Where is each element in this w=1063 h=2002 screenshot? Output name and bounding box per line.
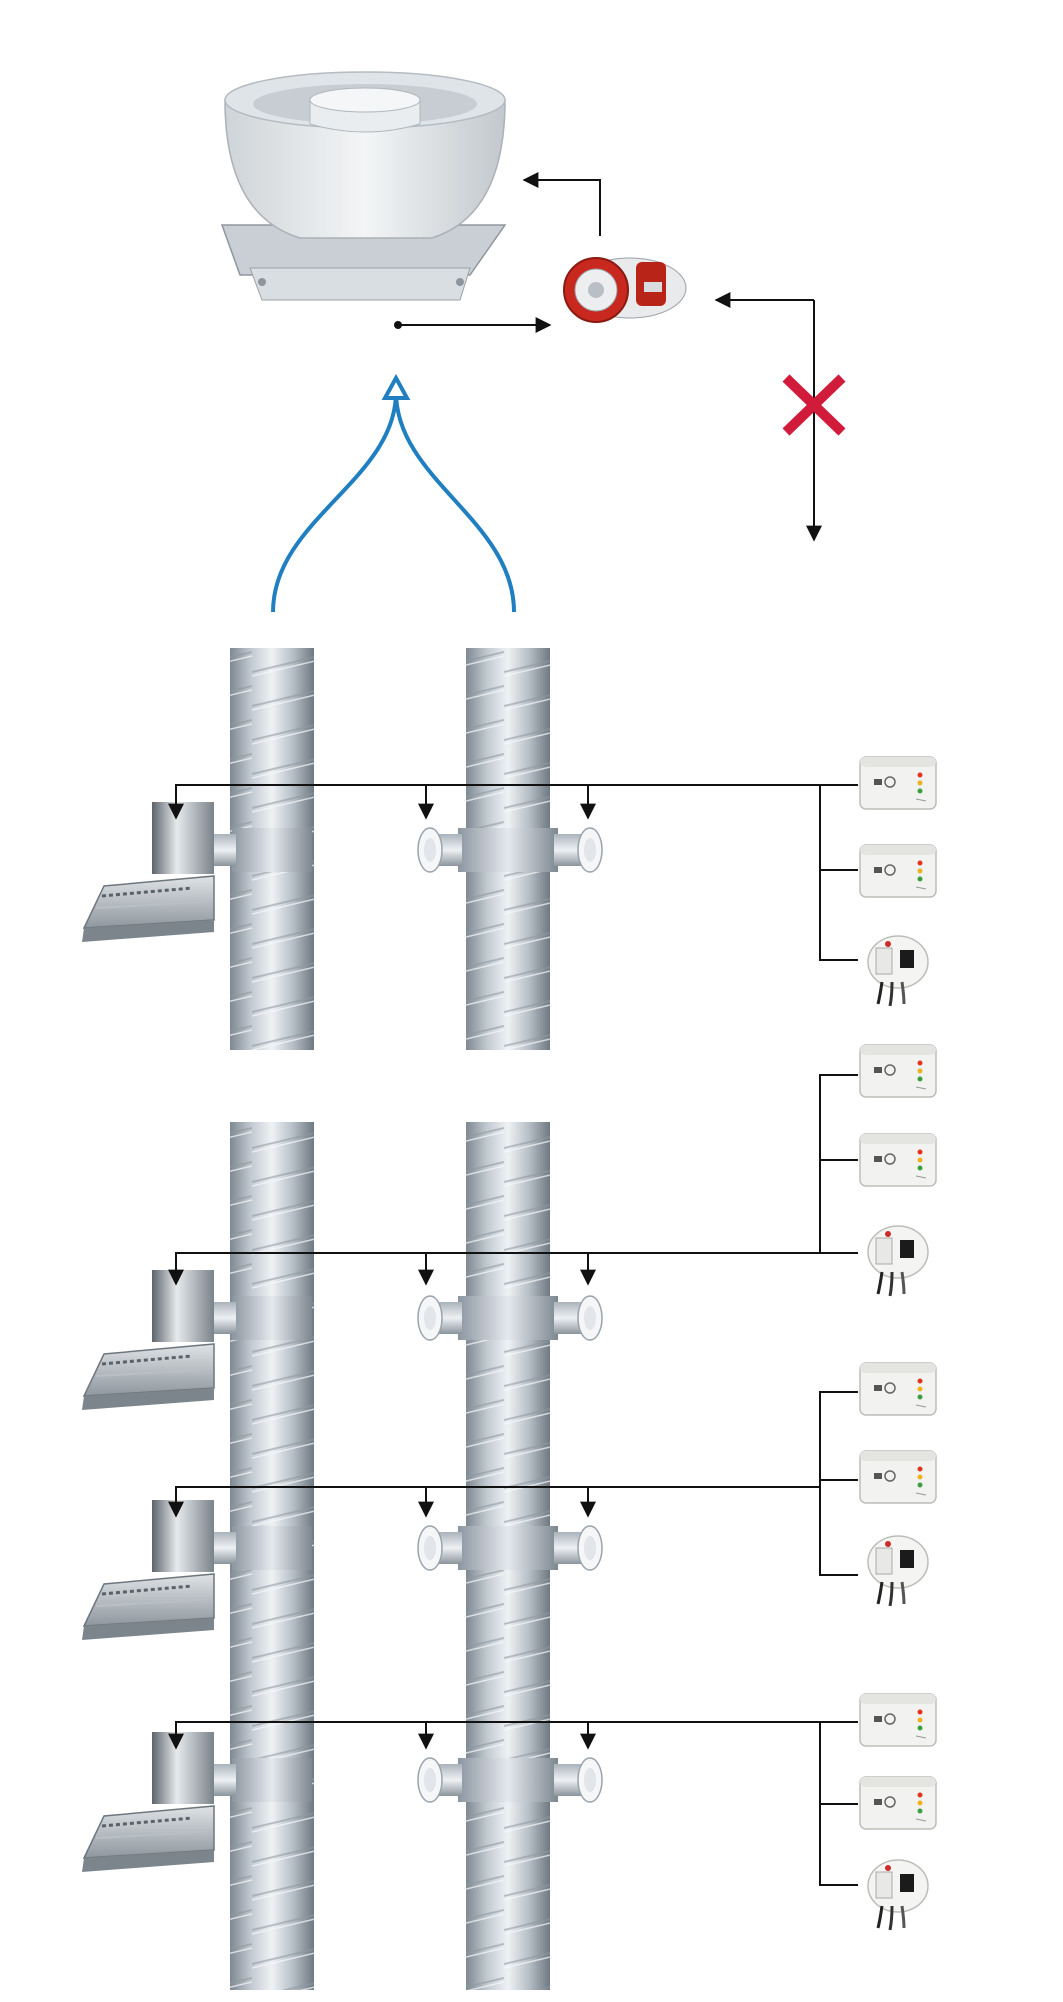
- sensor-box-icon: [859, 1693, 937, 1747]
- sensor-box-icon: [859, 1133, 937, 1187]
- extract-valve-icon: [417, 827, 603, 873]
- sensor-box-icon: [859, 756, 937, 810]
- extract-valve-icon: [417, 1295, 603, 1341]
- relay-module-icon: [866, 1858, 930, 1932]
- sensor-box-icon: [859, 1450, 937, 1504]
- relay-module-icon: [866, 1534, 930, 1608]
- sensor-box-icon: [859, 844, 937, 898]
- roof-fan-icon: [220, 71, 507, 301]
- sensor-box-icon: [859, 1776, 937, 1830]
- signal-origin-dot: [394, 321, 402, 329]
- sensor-box-icon: [859, 1362, 937, 1416]
- airflow-arrow-icon: [271, 373, 516, 613]
- floor-1: [80, 756, 937, 1008]
- floor-4: [80, 1693, 937, 1932]
- relay-module-icon: [866, 1224, 930, 1298]
- extract-valve-icon: [417, 1525, 603, 1571]
- red-x-icon: [782, 374, 846, 436]
- floor-2: [80, 1044, 937, 1412]
- relay-module-icon: [866, 934, 930, 1008]
- sensor-box-icon: [859, 1044, 937, 1098]
- floor-3: [80, 1362, 937, 1642]
- control-lines-top: [400, 172, 822, 542]
- extract-valve-icon: [417, 1757, 603, 1803]
- fan-controller-icon: [563, 257, 687, 323]
